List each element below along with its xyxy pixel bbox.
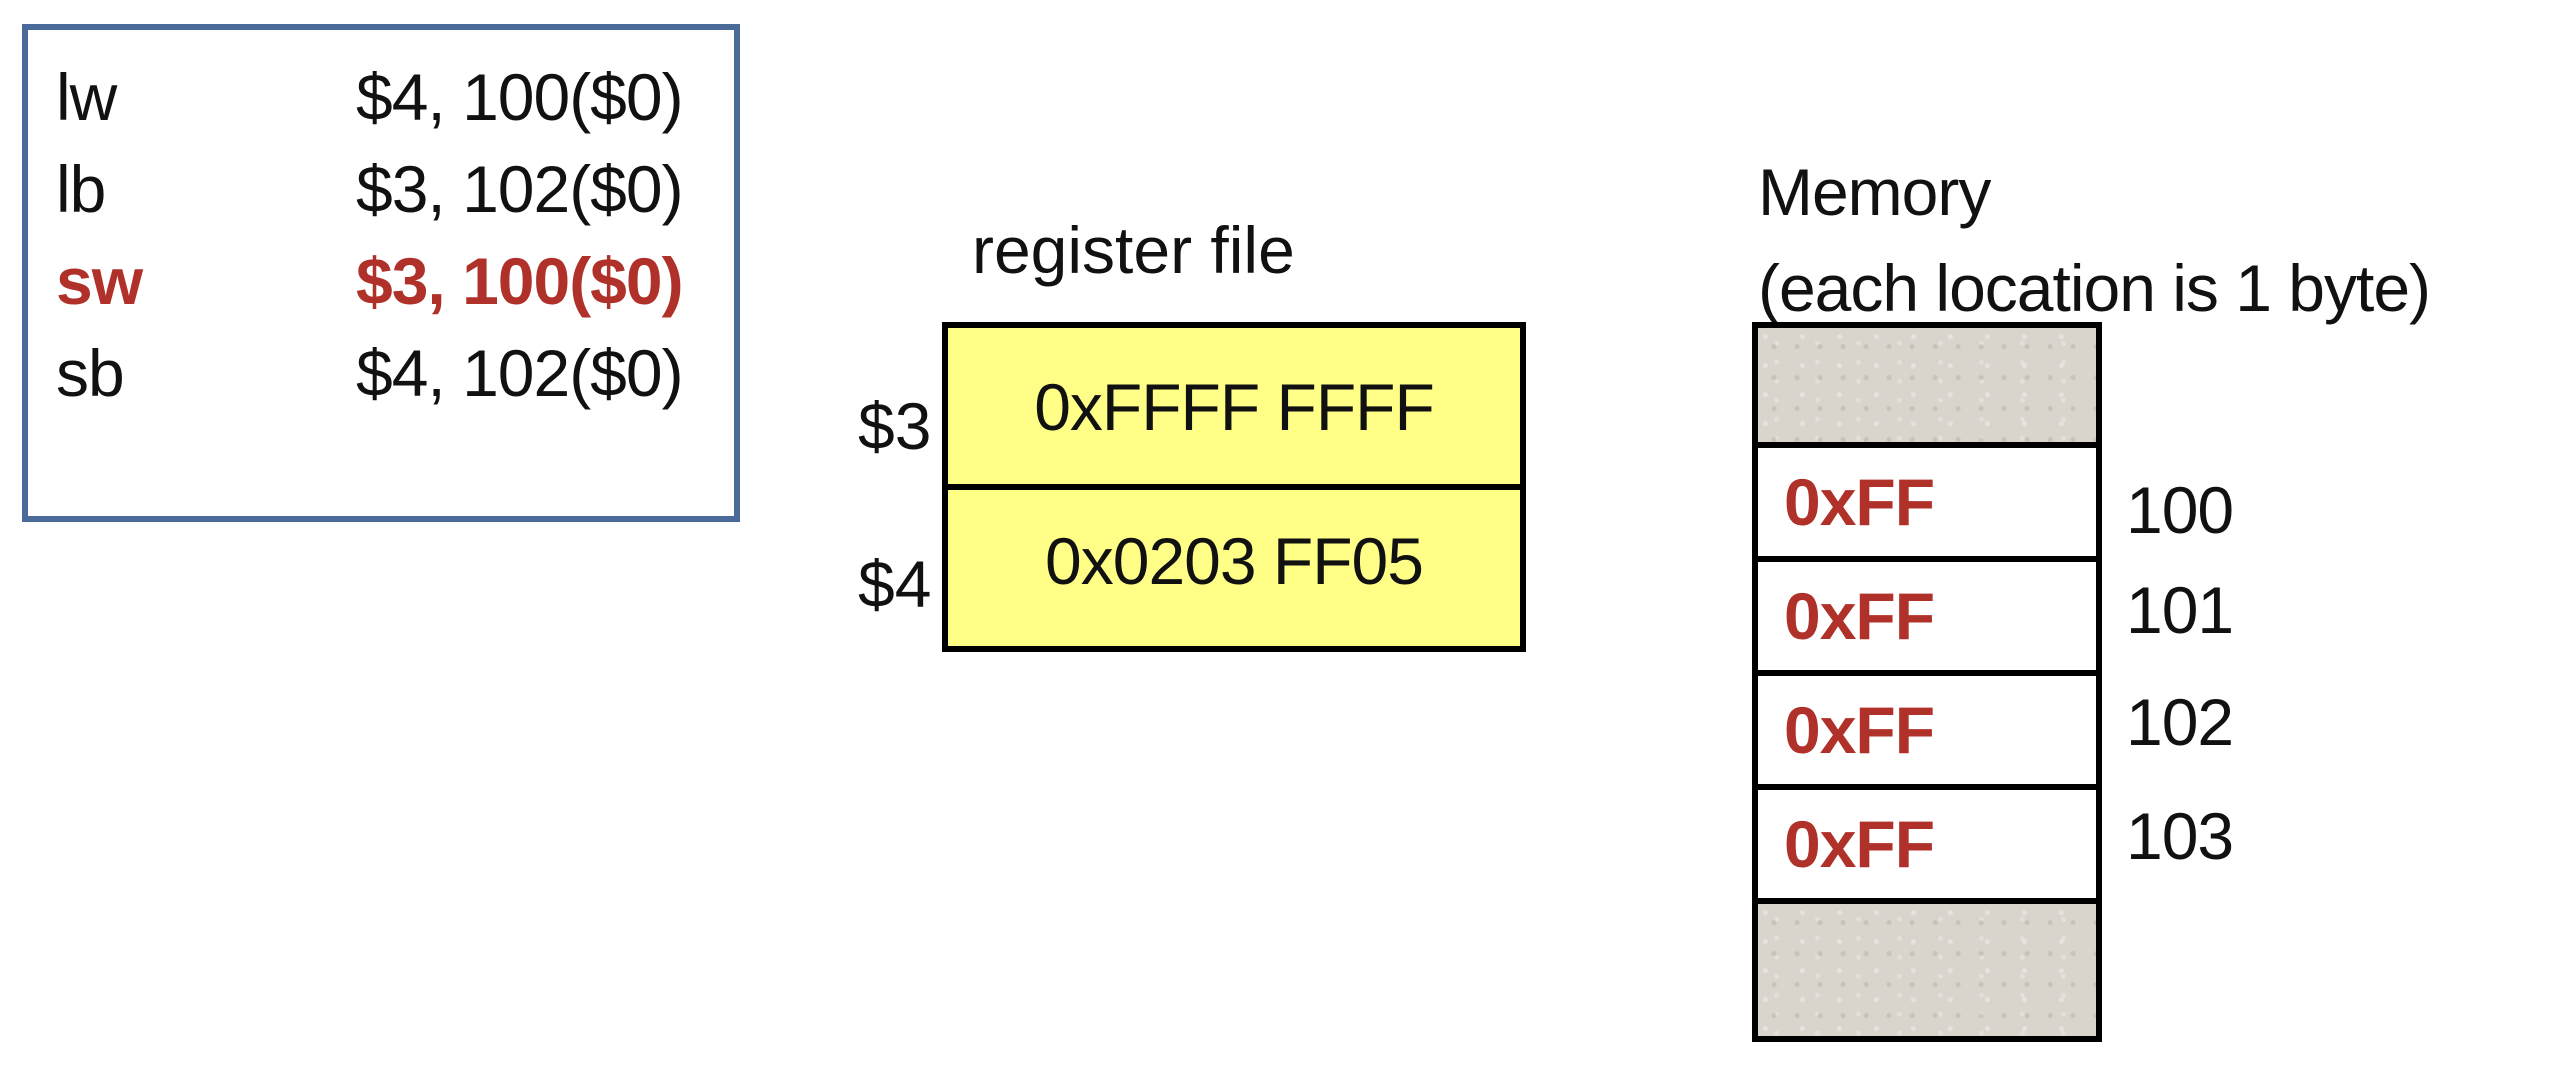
register-file-title: register file	[972, 213, 1295, 287]
memory-divider	[1758, 898, 2096, 904]
register-label-3: $3	[858, 389, 932, 463]
memory-address-102: 102	[2126, 685, 2234, 759]
instruction-opcode: lb	[56, 152, 106, 226]
instruction-opcode: lw	[56, 60, 117, 134]
memory-cell-102: 0xFF	[1784, 693, 1935, 767]
memory-divider	[1758, 784, 2096, 790]
memory-address-103: 103	[2126, 799, 2234, 873]
instruction-row-sb: sb $4, 102($0)	[56, 326, 716, 420]
register-value-3: 0xFFFF FFFF	[1034, 370, 1435, 444]
register-file-table: 0xFFFF FFFF 0x0203 FF05	[942, 322, 1526, 652]
memory-address-101: 101	[2126, 573, 2234, 647]
memory-unused-top	[1758, 328, 2096, 442]
memory-column: 0xFF 0xFF 0xFF 0xFF	[1752, 322, 2102, 1042]
memory-unused-bottom	[1758, 904, 2096, 1036]
memory-cell-103: 0xFF	[1784, 807, 1935, 881]
memory-title-line1: Memory	[1758, 155, 1991, 229]
instruction-row-lw: lw $4, 100($0)	[56, 50, 716, 144]
memory-divider	[1758, 442, 2096, 448]
register-divider	[948, 484, 1520, 490]
instruction-operands: $4, 100($0)	[356, 60, 684, 134]
memory-title: Memory (each location is 1 byte)	[1758, 144, 2431, 336]
instruction-opcode: sw	[56, 244, 143, 318]
instruction-operands: $4, 102($0)	[356, 336, 684, 410]
memory-divider	[1758, 556, 2096, 562]
memory-address-100: 100	[2126, 473, 2234, 547]
memory-title-line2: (each location is 1 byte)	[1758, 251, 2431, 325]
register-label-4: $4	[858, 547, 932, 621]
memory-cell-100: 0xFF	[1784, 465, 1935, 539]
instruction-box: lw $4, 100($0) lb $3, 102($0) sw $3, 100…	[22, 24, 740, 522]
memory-cell-101: 0xFF	[1784, 579, 1935, 653]
instruction-opcode: sb	[56, 336, 125, 410]
instruction-row-sw-highlighted: sw $3, 100($0)	[56, 234, 716, 328]
memory-divider	[1758, 670, 2096, 676]
register-value-4: 0x0203 FF05	[1045, 524, 1424, 598]
instruction-operands: $3, 100($0)	[356, 244, 684, 318]
instruction-operands: $3, 102($0)	[356, 152, 684, 226]
instruction-row-lb: lb $3, 102($0)	[56, 142, 716, 236]
